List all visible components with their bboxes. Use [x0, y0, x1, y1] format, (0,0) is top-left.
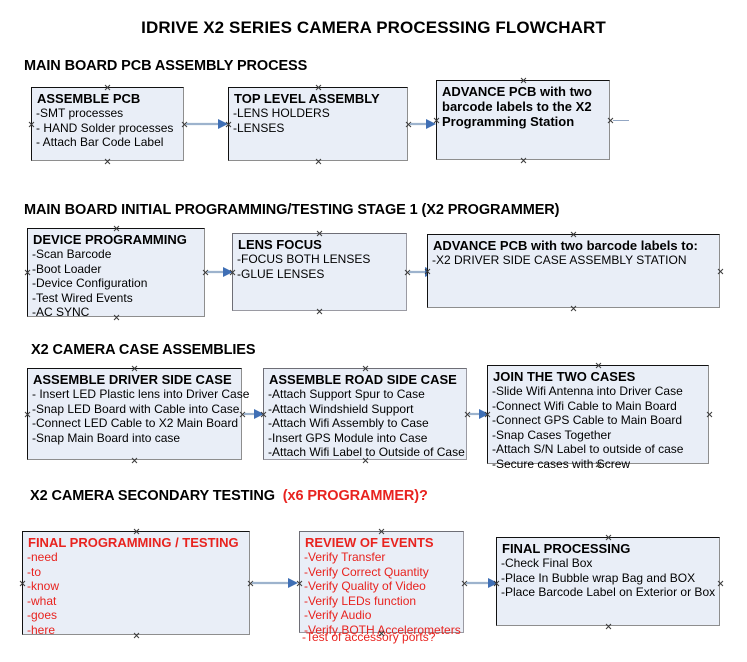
process-box-line: -goes: [27, 608, 58, 623]
process-box-title: ASSEMBLE ROAD SIDE CASE: [269, 372, 457, 387]
process-box-line: -GLUE LENSES: [237, 266, 325, 281]
process-box-line: -need: [27, 550, 58, 564]
process-box-line: -Snap LED Board with Cable into Case: [32, 401, 240, 416]
process-box-title: DEVICE PROGRAMMING: [33, 232, 187, 247]
process-box-line: - Attach Bar Code Label: [36, 135, 164, 150]
process-box-line: -Boot Loader: [32, 261, 102, 276]
process-box-top-level-assembly[interactable]: TOP LEVEL ASSEMBLY -LENS HOLDERS -LENSES: [228, 87, 408, 161]
process-box-line: -AC SYNC: [32, 305, 90, 320]
process-box-line: -LENS HOLDERS: [233, 106, 330, 120]
connector-stub: [613, 120, 629, 121]
connector-arrow: [466, 578, 498, 588]
process-box-title: REVIEW OF EVENTS: [305, 535, 434, 550]
process-box-line: -Secure cases with Screw: [492, 456, 631, 471]
section-heading-text: MAIN BOARD INITIAL PROGRAMMING/TESTING S…: [24, 202, 560, 218]
process-box-line: -Snap Cases Together: [492, 427, 612, 442]
section-heading-main-board-initial-programming: MAIN BOARD INITIAL PROGRAMMING/TESTING S…: [24, 202, 560, 218]
process-box-lens-focus[interactable]: LENS FOCUS -FOCUS BOTH LENSES -GLUE LENS…: [232, 233, 407, 311]
process-box-title: FINAL PROCESSING: [502, 541, 631, 556]
process-box-title: FINAL PROGRAMMING / TESTING: [28, 535, 239, 550]
process-box-line: -to: [27, 564, 42, 579]
process-box-line: -Connect LED Cable to X2 Main Board: [32, 416, 239, 431]
process-box-line: -X2 DRIVER SIDE CASE ASSEMBLY STATION: [432, 253, 687, 267]
process-box-line: -Attach Wifi Assembly to Case: [268, 416, 429, 431]
process-box-line: -Place Barcode Label on Exterior or Box: [501, 585, 716, 600]
process-box-line: -Test Wired Events: [32, 290, 133, 305]
process-box-line: -Scan Barcode: [32, 247, 112, 261]
section-heading-accent: (x6 PROGRAMMER)?: [282, 488, 428, 504]
process-box-title: ASSEMBLE DRIVER SIDE CASE: [33, 372, 232, 387]
process-box-line: - HAND Solder processes: [36, 120, 174, 135]
process-box-final-processing[interactable]: FINAL PROCESSING -Check Final Box -Place…: [496, 537, 720, 626]
process-box-line: -Slide Wifi Antenna into Driver Case: [492, 384, 683, 398]
process-box-line: -know: [27, 579, 60, 594]
process-box-join-the-two-cases[interactable]: JOIN THE TWO CASES -Slide Wifi Antenna i…: [487, 365, 709, 471]
process-box-line: -Snap Main Board into case: [32, 430, 181, 445]
process-box-line: -Connect GPS Cable to Main Board: [492, 413, 683, 428]
process-box-advance-pcb-to-driver-side-case[interactable]: ADVANCE PCB with two barcode labels to: …: [427, 234, 720, 308]
process-box-overflow-line: -Test of accessory ports?: [302, 630, 436, 644]
process-box-line: -Verify LEDs function: [304, 593, 417, 608]
document-title: IDRIVE X2 SERIES CAMERA PROCESSING FLOWC…: [141, 18, 606, 37]
process-box-line: -LENSES: [233, 120, 285, 135]
process-box-line: -Attach Wifi Label to Outside of Case: [268, 445, 465, 460]
process-box-line: -FOCUS BOTH LENSES: [237, 252, 371, 266]
section-heading-text: MAIN BOARD PCB ASSEMBLY PROCESS: [24, 58, 308, 74]
process-box-title: TOP LEVEL ASSEMBLY: [234, 91, 380, 106]
process-box-line: -Attach Windshield Support: [268, 401, 414, 416]
process-box-assemble-road-side-case[interactable]: ASSEMBLE ROAD SIDE CASE -Attach Support …: [263, 368, 467, 460]
process-box-advance-pcb-to-programming-station[interactable]: ADVANCE PCB with two barcode labels to t…: [436, 80, 610, 160]
process-box-line: -SMT processes: [36, 106, 124, 120]
connector-arrow: [410, 119, 436, 129]
process-box-line: -Device Configuration: [32, 276, 148, 291]
process-box-line: -Place In Bubble wrap Bag and BOX: [501, 570, 696, 585]
process-box-title: ADVANCE PCB with two barcode labels to:: [433, 238, 698, 253]
process-box-line: -here: [27, 622, 56, 637]
process-box-line: -Verify Audio: [304, 608, 372, 623]
process-box-review-of-events[interactable]: REVIEW OF EVENTS -Verify Transfer -Verif…: [299, 531, 464, 637]
process-box-title: ADVANCE PCB with two barcode labels to t…: [442, 84, 592, 129]
process-box-line: -Connect Wifi Cable to Main Board: [492, 398, 677, 413]
section-heading-text: X2 CAMERA CASE ASSEMBLIES: [31, 342, 256, 358]
connector-arrow: [207, 267, 233, 277]
process-box-assemble-pcb[interactable]: ASSEMBLE PCB -SMT processes - HAND Solde…: [31, 87, 184, 161]
process-box-line: -Attach Support Spur to Case: [268, 387, 425, 401]
section-heading-text: X2 CAMERA SECONDARY TESTING: [30, 488, 275, 504]
process-box-line: -Verify BOTH Accelerometers: [304, 622, 461, 637]
section-heading-x2-camera-case-assemblies: X2 CAMERA CASE ASSEMBLIES: [31, 342, 256, 358]
process-box-line: - Insert LED Plastic lens into Driver Ca…: [32, 387, 250, 401]
process-box-line: -Attach S/N Label to outside of case: [492, 442, 684, 457]
process-box-title: JOIN THE TWO CASES: [493, 369, 636, 384]
section-heading-x2-camera-secondary-testing: X2 CAMERA SECONDARY TESTING (x6 PROGRAMM…: [30, 488, 428, 504]
process-box-title: ASSEMBLE PCB: [37, 91, 141, 106]
process-box-assemble-driver-side-case[interactable]: ASSEMBLE DRIVER SIDE CASE - Insert LED P…: [27, 368, 250, 460]
process-box-device-programming[interactable]: DEVICE PROGRAMMING -Scan Barcode -Boot L…: [27, 228, 205, 320]
process-box-final-programming-testing[interactable]: FINAL PROGRAMMING / TESTING -need -to -k…: [22, 531, 250, 637]
section-heading-main-board-pcb-assembly: MAIN BOARD PCB ASSEMBLY PROCESS: [24, 58, 307, 74]
process-box-line: -Insert GPS Module into Case: [268, 430, 428, 445]
process-box-title: LENS FOCUS: [238, 237, 322, 252]
process-box-line: -what: [27, 593, 57, 608]
process-box-line: -Verify Quality of Video: [304, 579, 426, 594]
process-box-line: -Verify Transfer: [304, 550, 386, 564]
process-box-line: -Check Final Box: [501, 556, 593, 570]
process-box-line: -Verify Correct Quantity: [304, 564, 429, 579]
connector-arrow: [252, 578, 298, 588]
connector-arrow: [186, 119, 228, 129]
